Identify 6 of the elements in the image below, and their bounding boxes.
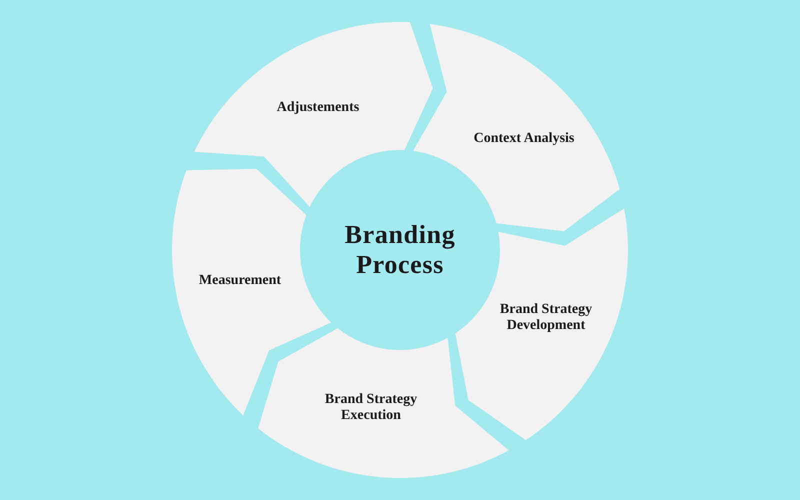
center-title: Branding Process <box>344 220 456 280</box>
segment-label: Measurement <box>198 273 282 289</box>
segment-label: Context Analysis <box>472 131 576 147</box>
segment-label: Adjustements <box>276 100 360 116</box>
segment-label: Brand Strategy Execution <box>324 392 418 424</box>
segment-label: Brand Strategy Development <box>498 302 594 334</box>
